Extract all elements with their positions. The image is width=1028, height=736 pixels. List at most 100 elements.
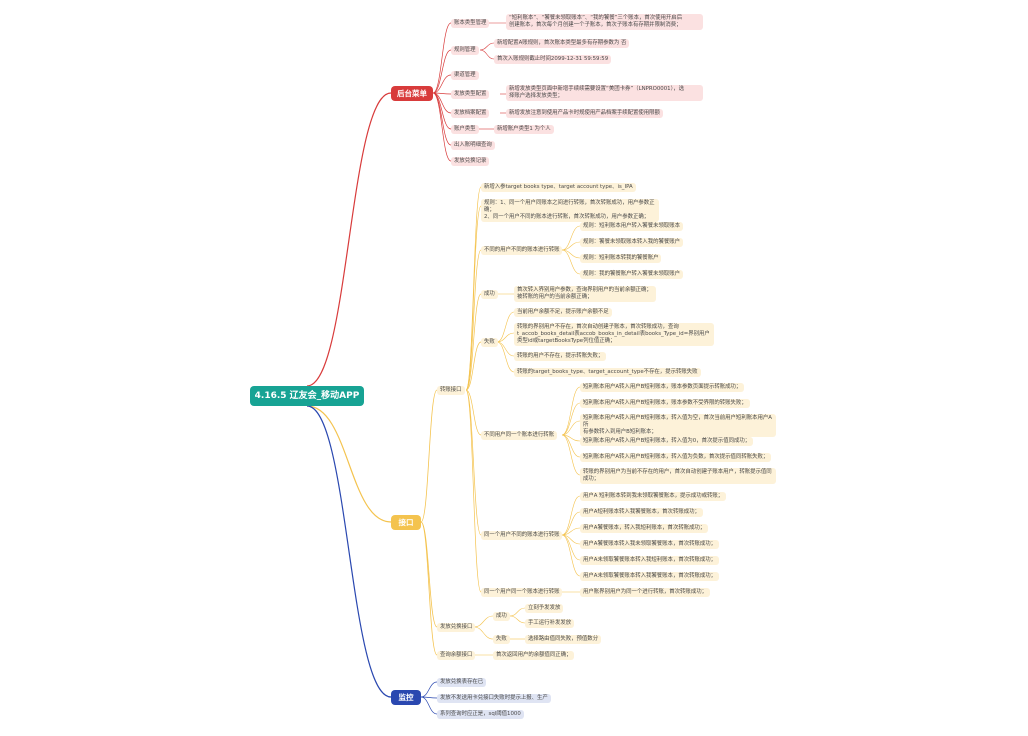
same-user-same-book[interactable]: 同一个用户同一个账本进行转账	[481, 588, 563, 597]
dsb-item-2: 短利账本用户A转入用户B短利账本，账本参数不受界限的转账失败；	[580, 399, 750, 408]
backend-menu-node[interactable]: 后台菜单	[391, 86, 433, 101]
issue-fail[interactable]: 失败	[493, 635, 510, 644]
connector	[306, 405, 392, 523]
api-transfer[interactable]: 转账接口	[437, 386, 465, 395]
transfer-rules: 规则：1、同一个用户同账本之间进行转账，首次转账成功，用户参数正确；2、同一个用…	[481, 199, 659, 222]
connector	[432, 49, 452, 94]
fail-item-4: 转账的target_books_type、target_account_type…	[514, 368, 701, 377]
issue-fail-1: 选择路由值同失败，预值数分	[525, 635, 602, 644]
transfer-success-detail: 首次转入界别用户参数，查询界别用户的当前余额正确；被转账的用户的当前余额正确；	[514, 286, 656, 302]
connector	[420, 681, 438, 698]
connector	[509, 607, 526, 617]
connector	[420, 521, 438, 628]
connector	[432, 92, 452, 146]
backend-item-issue-record[interactable]: 发放兑换记录	[451, 157, 490, 166]
sdb-item-2: 用户A短利账本转入我饕餮账本，首次转账成功；	[580, 508, 703, 517]
sdb-item-6: 用户A未领取饕餮账本转入我饕餮账本，首次转账成功；	[580, 572, 720, 581]
backend-item-rules-detail-1: 新增配置A账规则，首次账本类型最多有存期参数为 否	[494, 39, 630, 48]
connector	[306, 405, 392, 698]
api-query[interactable]: 查询余额接口	[437, 651, 476, 660]
sdb-item-5: 用户A未领取饕餮账本转入我短利账本，首次转账成功；	[580, 556, 720, 565]
connector	[465, 293, 482, 391]
query-detail: 首次返回用户的余额值同正确；	[493, 651, 575, 660]
connector	[561, 527, 581, 536]
transfer-params: 新增入参target books type、target account typ…	[481, 183, 636, 192]
backend-item-issue-type[interactable]: 发放类型配置	[451, 90, 490, 99]
connector	[420, 696, 438, 715]
backend-item-issue-type-detail: 新增发放类型页面中新增手续续需要设置“美团卡券”（LNPRO0001），选择账户…	[506, 85, 703, 101]
backend-item-account-kind[interactable]: 账户类型	[451, 125, 479, 134]
connector	[561, 402, 581, 436]
connector	[561, 249, 581, 275]
connector	[465, 389, 482, 436]
ddb-item-1: 规则：短利账本用户转入饕餮未领取账本	[580, 222, 684, 231]
connector	[496, 311, 515, 343]
backend-item-account-type[interactable]: 账本类型管理	[451, 19, 490, 28]
connector	[432, 74, 452, 94]
connector	[509, 615, 526, 624]
dsb-item-5: 短利账本用户A转入用户B短利账本，转入值为负数，首次提示值同转账失败；	[580, 453, 772, 462]
monitor-item-1: 发放兑换表存在已	[437, 678, 487, 687]
dsb-item-4: 短利账本用户A转入用户B短利账本，转入值为0，首次提示值同成功；	[580, 437, 754, 446]
ssb-detail: 用户账界别用户为同一个进行转账，首次转账成功；	[580, 588, 710, 597]
transfer-success[interactable]: 成功	[481, 290, 498, 299]
connector	[432, 92, 452, 162]
monitor-node[interactable]: 监控	[391, 690, 421, 705]
root-node[interactable]: 4.16.5 辽友会_移动APP	[250, 386, 364, 406]
connector	[306, 92, 392, 387]
transfer-fail[interactable]: 失败	[481, 338, 498, 347]
backend-item-ledger-query[interactable]: 出入账明细查询	[451, 141, 495, 150]
connector	[496, 341, 515, 357]
same-user-diff-book[interactable]: 同一个用户不同的账本进行转账	[481, 531, 563, 540]
connector	[561, 511, 581, 536]
connector	[465, 249, 482, 391]
sdb-item-4: 用户A饕餮账本转入我未领取饕餮账本，首次转账成功；	[580, 540, 720, 549]
issue-success[interactable]: 成功	[493, 612, 510, 621]
connector	[561, 225, 581, 251]
connector	[465, 389, 482, 593]
dsb-item-3: 短利账本用户A转入用户B短利账本，转入值为空，首次当前用户短利账本用户A所有参数…	[580, 414, 776, 437]
connector	[496, 341, 515, 373]
backend-item-issue-archive[interactable]: 发放档案配置	[451, 109, 490, 118]
connector	[561, 386, 581, 436]
connector	[561, 420, 581, 436]
issue-success-2: 手工运行补发发放	[525, 619, 575, 628]
ddb-item-3: 规则：短利账本转我的饕餮账户	[580, 254, 662, 263]
connector	[496, 332, 515, 343]
api-issue[interactable]: 发放兑换接口	[437, 623, 476, 632]
connector	[420, 521, 438, 656]
backend-item-issue-archive-detail: 新增发放注意到使用产品卡时规使用产品档案手续配置使用限额	[506, 109, 663, 118]
connector	[479, 49, 495, 60]
fail-item-3: 转账的用户不存在，提示转账失败；	[514, 352, 607, 361]
connector	[432, 22, 452, 94]
ddb-item-2: 规则：饕餮未领取账本转入我的饕餮账户	[580, 238, 684, 247]
connector	[465, 341, 482, 391]
sdb-item-1: 用户A 短利账本转到我未领取饕餮账本，提示成功或转账；	[580, 492, 727, 501]
fail-item-1: 当前用户余额不足，提示账户余额不足	[514, 308, 612, 317]
connector	[473, 626, 494, 640]
backend-item-account-type-detail: “短利账本”、“饕餮未领取账本”、“我的饕餮”三个账本，首次使用开启后创建账本，…	[506, 14, 703, 30]
backend-item-channel[interactable]: 渠道管理	[451, 71, 479, 80]
ddb-item-4: 规则：我的饕餮账户转入饕餮未领取账户	[580, 270, 684, 279]
issue-success-1: 立刻予发发放	[525, 604, 564, 613]
backend-item-account-kind-detail: 新增账户类型1 为个人	[494, 125, 554, 134]
connector	[561, 241, 581, 251]
sdb-item-3: 用户A饕餮账本，转入我短利账本，首次转账成功；	[580, 524, 709, 533]
backend-item-rules-detail-2: 首次入账规则截止时间2099-12-31 59:59:59	[494, 55, 612, 64]
backend-item-rules[interactable]: 规则管理	[451, 46, 479, 55]
diff-user-diff-book[interactable]: 不同的用户不同的账本进行转账	[481, 246, 563, 255]
connector	[479, 42, 495, 51]
connector	[420, 389, 438, 523]
api-node[interactable]: 接口	[391, 515, 421, 530]
monitor-item-2: 发放不发送用卡兑接口失败时提示上报、生产	[437, 694, 551, 703]
connector	[432, 92, 452, 130]
dsb-item-6: 转账的界别用户为当前不存在的用户，首次自动创建子账本用户，转账提示值同成功；	[580, 468, 776, 484]
dsb-item-1: 短利账本用户A转入用户B短利账本，账本参数页面提示转账成功；	[580, 383, 745, 392]
diff-user-same-book[interactable]: 不同用户同一个账本进行转账	[481, 431, 558, 440]
connector	[465, 186, 482, 391]
connector	[473, 615, 494, 628]
connector	[561, 534, 581, 577]
